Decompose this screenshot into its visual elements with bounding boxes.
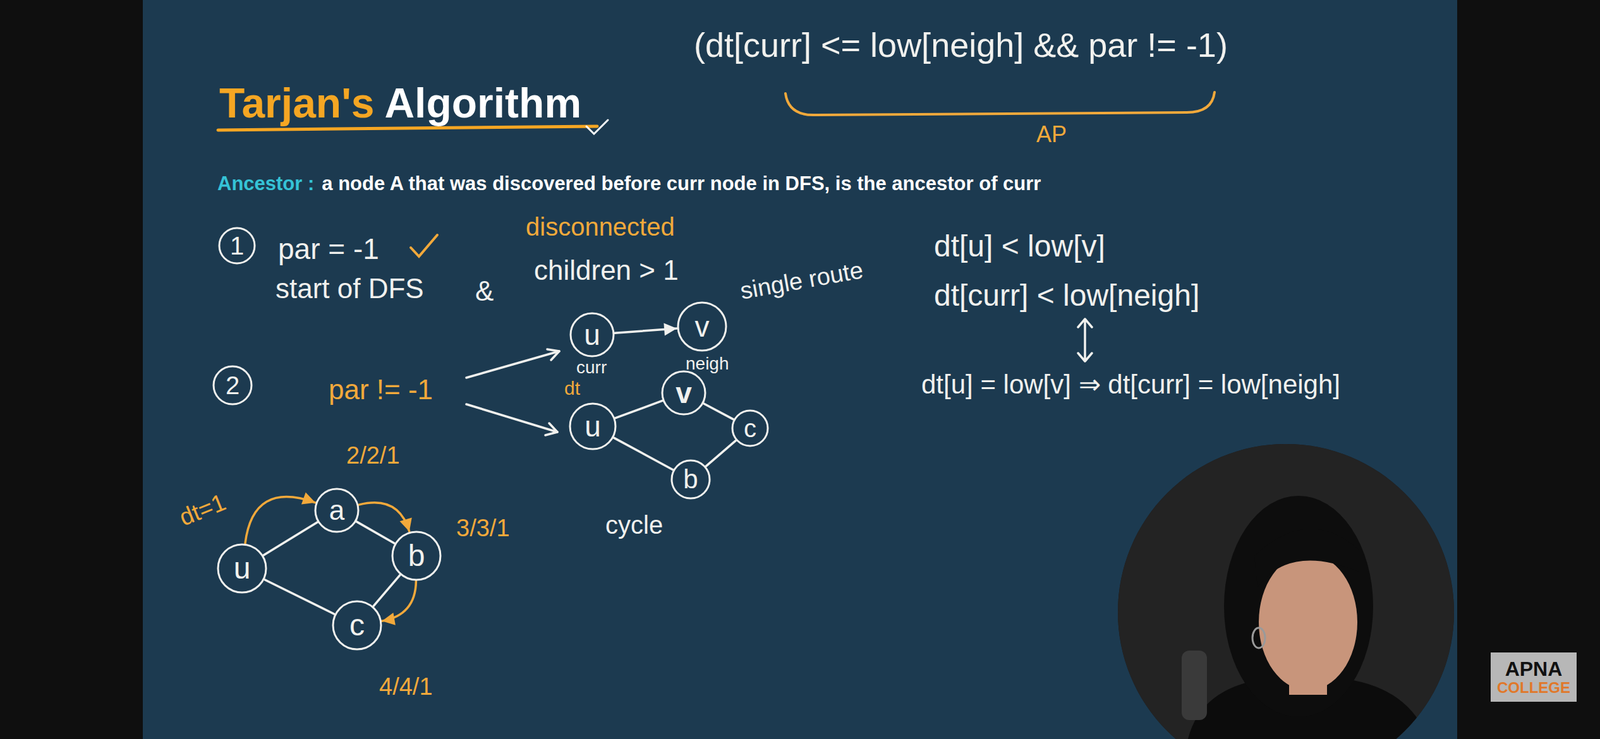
definition-text: a node A that was discovered before curr… (321, 172, 1041, 196)
circle-outline (662, 371, 706, 415)
arrow-head (301, 492, 316, 505)
leader-arrow (466, 404, 558, 433)
arrow-head (381, 612, 395, 626)
graph-edge (703, 403, 734, 420)
graph-edge (356, 521, 395, 544)
node-letter: v (695, 312, 710, 342)
circle-outline (678, 302, 727, 351)
node-letter: b (408, 540, 426, 572)
equivalence-arrow (1078, 319, 1092, 362)
handwritten-note: disconnected (525, 212, 675, 242)
brand-logo: APNACOLLEGE (1490, 652, 1577, 703)
left-bar (0, 0, 143, 739)
graph-node: 1 (218, 226, 256, 265)
handwritten-condition: children > 1 (533, 254, 679, 287)
handwritten-formula: (dt[curr] <= low[neigh] && par != -1) (693, 25, 1228, 65)
presenter-fringe (1254, 528, 1359, 588)
dfs-traversal-arrow (358, 503, 410, 533)
node-annotation: neigh (685, 353, 730, 375)
circle-outline (671, 460, 710, 499)
graph-edge (373, 575, 400, 607)
handwritten-condition: par != -1 (328, 374, 433, 407)
handwritten-note: single route (738, 256, 866, 306)
graph-edge (705, 441, 736, 467)
handwritten-note: AP (1036, 121, 1067, 148)
graph-node: b (391, 530, 442, 582)
formula-bracket (785, 92, 1215, 116)
graph-node: b (670, 459, 711, 500)
node-letter: c (743, 415, 757, 442)
node-letter: 2 (225, 372, 240, 399)
slide-title: Tarjan's Algorithm (219, 79, 582, 128)
graph-edge (615, 400, 663, 418)
graph-edge (263, 522, 318, 556)
arrow-head (545, 423, 558, 436)
circle-outline (315, 489, 359, 533)
tick-mark (410, 235, 438, 257)
circle-outline (218, 544, 267, 593)
node-letter: b (683, 466, 698, 493)
graph-edge (264, 580, 335, 615)
arrow-head (400, 518, 413, 533)
dfs-traversal-arrow (381, 581, 416, 622)
logo-text: APNA (1505, 659, 1563, 681)
graph-node: u (216, 543, 268, 594)
earring (1252, 628, 1266, 649)
node-letter: u (583, 320, 601, 350)
graph-node: c (331, 600, 383, 651)
node-letter: u (233, 553, 251, 584)
node-letter: a (329, 496, 345, 525)
circle-outline (569, 403, 616, 450)
circle-outline (570, 313, 614, 357)
node-letter: c (349, 610, 365, 641)
right-bar (1457, 0, 1600, 739)
presenter-hair (1224, 496, 1374, 718)
arrow-head (547, 349, 560, 361)
title-tick (586, 120, 608, 134)
presenter-neck (1289, 669, 1328, 696)
dt-low-value: 3/3/1 (456, 515, 510, 543)
handwritten-note: & (475, 275, 494, 308)
graph-node: u (569, 312, 615, 358)
dt-low-value: 4/4/1 (379, 673, 433, 702)
graph-node: c (731, 409, 770, 448)
graph-node: u (568, 402, 617, 451)
graph-edge (613, 437, 673, 471)
graph-node: 2 (212, 365, 253, 406)
circle-outline (219, 228, 255, 264)
discovery-time: dt=1 (175, 488, 231, 533)
circle-outline (732, 410, 768, 447)
node-annotation: dt (564, 377, 581, 400)
circle-outline (333, 601, 382, 650)
microphone (1181, 650, 1207, 721)
node-letter: u (584, 412, 601, 442)
dt-low-value: 2/2/1 (346, 442, 400, 471)
leader-arrow (466, 351, 560, 378)
handwritten-formula: dt[curr] < low[neigh] (933, 278, 1200, 313)
graph-node: v (660, 370, 707, 416)
circle-outline (213, 366, 252, 405)
handwritten-formula: dt[u] = low[v] ⇒ dt[curr] = low[neigh] (921, 369, 1341, 400)
node-letter: v (675, 378, 692, 408)
ancestor-term: Ancestor : (217, 172, 315, 196)
logo-text: COLLEGE (1496, 679, 1571, 696)
handwritten-note: start of DFS (275, 272, 425, 306)
graph-node: v (676, 301, 728, 352)
webcam-background (1112, 442, 1467, 739)
arrow-head (663, 322, 677, 336)
handwritten-note: cycle (605, 510, 663, 540)
node-letter: 1 (230, 233, 244, 259)
node-annotation: curr (576, 357, 607, 378)
presenter-figure (1112, 442, 1467, 739)
circle-outline (392, 532, 441, 581)
handwritten-condition: par = -1 (278, 232, 380, 267)
handwritten-formula: dt[u] < low[v] (933, 228, 1106, 264)
graph-node: a (314, 487, 360, 534)
